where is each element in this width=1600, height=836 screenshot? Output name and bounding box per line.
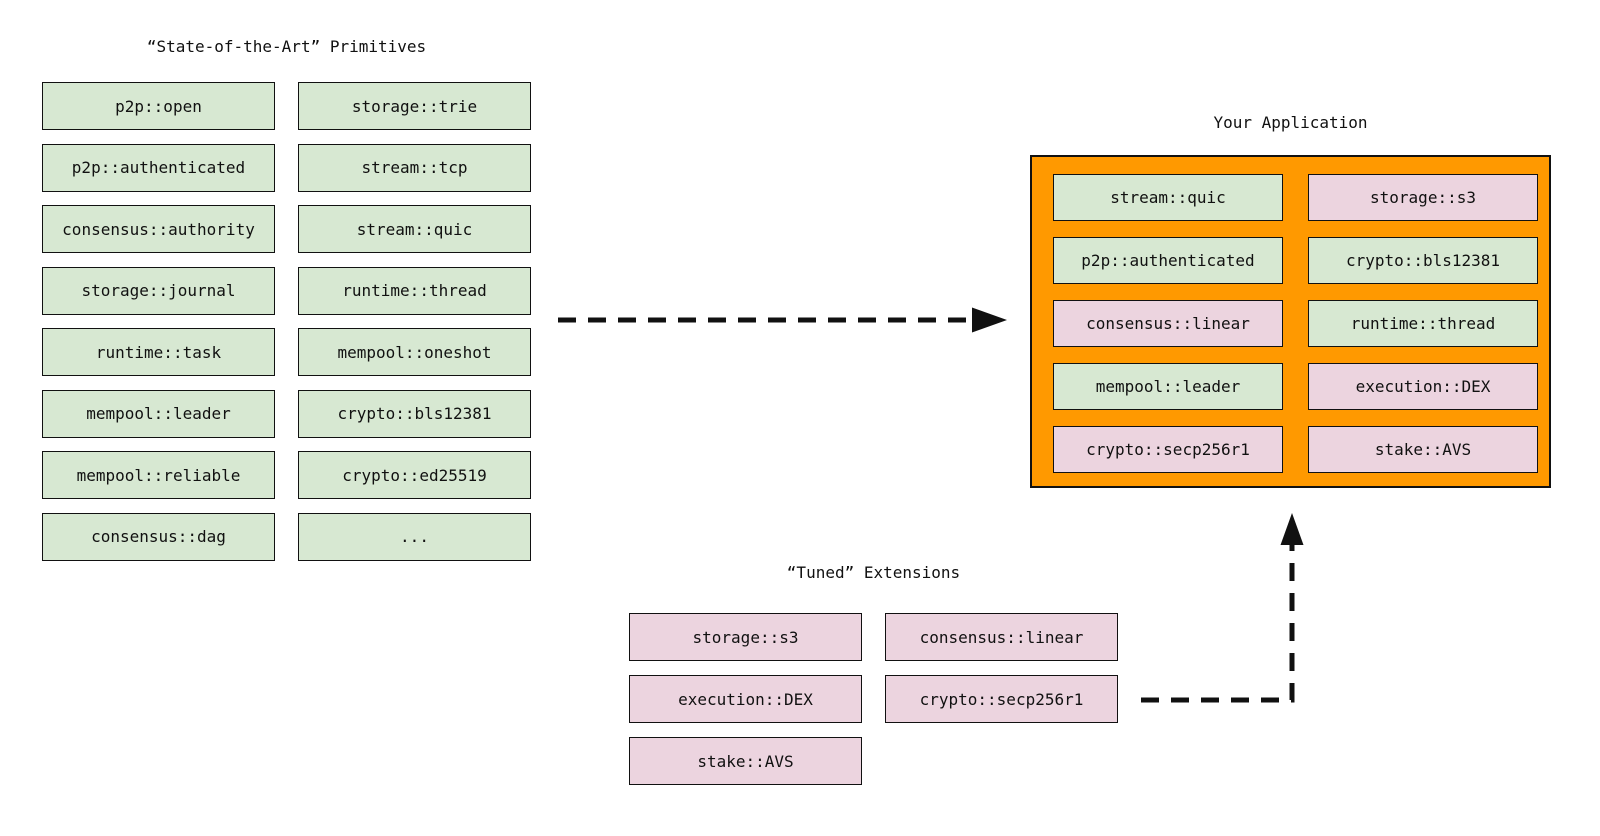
primitive-box: stream::quic bbox=[298, 205, 531, 253]
primitive-box: runtime::thread bbox=[298, 266, 531, 315]
primitive-box: runtime::task bbox=[42, 328, 275, 376]
primitive-box: p2p::authenticated bbox=[42, 143, 275, 192]
primitive-box: crypto::ed25519 bbox=[298, 451, 531, 499]
primitive-box: consensus::authority bbox=[42, 205, 275, 253]
arrow-extensions-to-application bbox=[1141, 513, 1304, 703]
extension-box: consensus::linear bbox=[885, 613, 1118, 661]
application-module-box: stake::AVS bbox=[1308, 426, 1538, 473]
primitive-box: mempool::leader bbox=[42, 389, 275, 438]
application-module-box: stream::quic bbox=[1053, 174, 1283, 221]
application-panel-title: Your Application bbox=[1213, 113, 1368, 132]
extension-box: storage::s3 bbox=[629, 613, 862, 661]
application-module-box: mempool::leader bbox=[1053, 363, 1283, 410]
primitive-box: storage::trie bbox=[298, 82, 531, 130]
primitive-box: stream::tcp bbox=[298, 143, 531, 192]
extension-box: crypto::secp256r1 bbox=[885, 675, 1118, 723]
application-module-box: runtime::thread bbox=[1308, 300, 1538, 347]
application-module-box: p2p::authenticated bbox=[1053, 237, 1283, 284]
primitive-box: mempool::reliable bbox=[42, 451, 275, 499]
application-module-box: execution::DEX bbox=[1308, 363, 1538, 410]
extension-box: execution::DEX bbox=[629, 675, 862, 723]
extensions-panel-title: “Tuned” Extensions bbox=[786, 563, 961, 582]
primitive-box: storage::journal bbox=[42, 266, 275, 315]
application-module-box: consensus::linear bbox=[1053, 300, 1283, 347]
primitives-panel-title: “State-of-the-Art” Primitives bbox=[146, 37, 427, 56]
extension-box: stake::AVS bbox=[629, 737, 862, 785]
primitive-box: ... bbox=[298, 512, 531, 561]
arrow-primitives-to-application bbox=[558, 307, 1007, 333]
application-module-box: storage::s3 bbox=[1308, 174, 1538, 221]
application-module-box: crypto::secp256r1 bbox=[1053, 426, 1283, 473]
primitive-box: mempool::oneshot bbox=[298, 328, 531, 376]
primitive-box: p2p::open bbox=[42, 82, 275, 130]
application-module-box: crypto::bls12381 bbox=[1308, 237, 1538, 284]
primitive-box: crypto::bls12381 bbox=[298, 389, 531, 438]
primitive-box: consensus::dag bbox=[42, 512, 275, 561]
